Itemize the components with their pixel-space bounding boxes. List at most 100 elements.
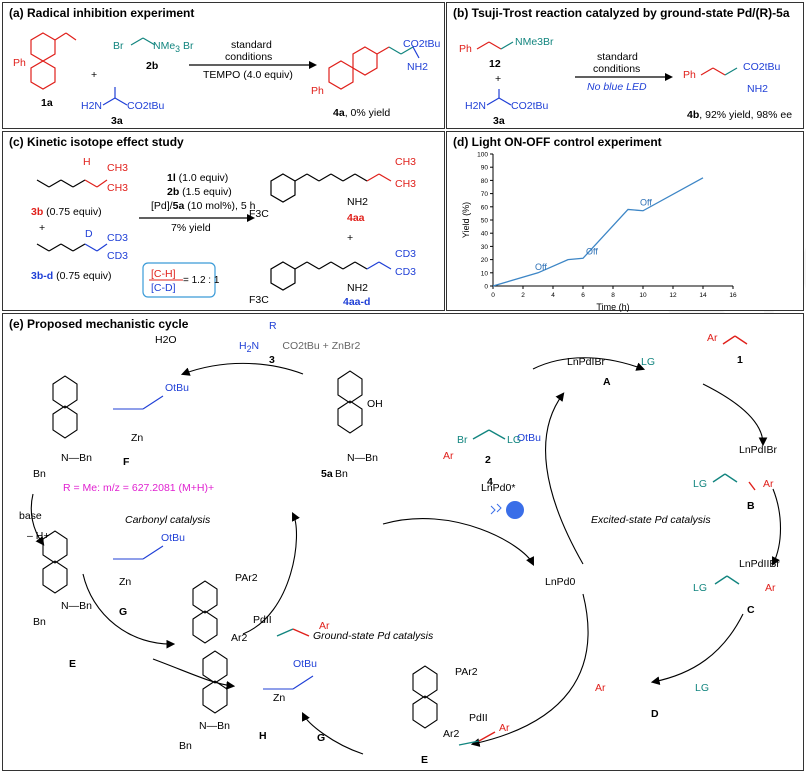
label-co2tbu-a: CO2tBu <box>127 100 165 112</box>
label-3bd: 3b-d (0.75 equiv) <box>31 270 112 282</box>
label-ar2-h: Ar2 <box>231 632 248 644</box>
label-br-2: Br <box>457 434 468 446</box>
y-tick-label: 90 <box>481 165 489 172</box>
off-annotation: Off <box>640 197 652 207</box>
label-cd3-b: CD3 <box>107 250 129 262</box>
label-12: 12 <box>489 58 501 70</box>
x-axis-label: Time (h) <box>596 302 629 312</box>
label-A: A <box>603 376 611 388</box>
label-zn-h: Zn <box>273 692 286 704</box>
label-ar-C: Ar <box>765 582 776 594</box>
label-lg-A: LG <box>641 356 656 368</box>
label-nme3-a: NMe3 Br <box>153 40 194 55</box>
label-pd0star: LnPd0* <box>481 482 516 494</box>
label-otbu-h: OtBu <box>293 658 317 670</box>
result-4b: 4b, 92% yield, 98% ee <box>687 109 793 121</box>
off-annotation: Off <box>586 246 598 256</box>
x-tick-label: 6 <box>581 292 585 299</box>
label-f3c-2: F3C <box>249 294 269 306</box>
label-pdii-e: PdII <box>469 712 488 724</box>
y-tick-label: 30 <box>481 244 489 251</box>
label-r-3: R <box>269 320 277 332</box>
label-B: B <box>747 500 755 512</box>
panel-a-structures <box>30 32 420 106</box>
label-1a: 1a <box>41 97 53 109</box>
series-line <box>492 177 704 287</box>
label-f3c-1: F3C <box>249 208 269 220</box>
kie-den: [C-D] <box>151 282 176 294</box>
y-tick-label: 40 <box>481 231 489 238</box>
label-ms: R = Me: m/z = 627.2081 (M+H)+ <box>63 482 215 494</box>
panel-c-structures <box>36 173 392 298</box>
cond-b-2: conditions <box>593 63 641 75</box>
label-co2tbu-b: CO2tBu <box>511 100 549 112</box>
label-hplus: – H+ <box>27 530 50 542</box>
label-bn-5a: Bn <box>335 468 348 480</box>
label-2b: 2b <box>146 60 159 72</box>
label-ph-a: Ph <box>13 57 26 69</box>
label-ar-D: Ar <box>595 682 606 694</box>
panel-b: (b) Tsuji-Trost reaction catalyzed by gr… <box>446 2 804 129</box>
label-3a-a: 3a <box>111 115 123 127</box>
x-tick-label: 16 <box>729 292 737 299</box>
label-otbu-g: OtBu <box>161 532 185 544</box>
label-nh2-c2: NH2 <box>347 282 369 294</box>
panel-a-title: (a) Radical inhibition experiment <box>9 6 195 20</box>
panel-d-title: (d) Light ON-OFF control experiment <box>453 135 662 149</box>
label-otbu-4: OtBu <box>517 432 541 444</box>
x-tick-label: 8 <box>611 292 615 299</box>
plus-c2: + <box>347 232 354 244</box>
y-tick-label: 20 <box>481 257 489 264</box>
label-br-a: Br <box>113 40 124 52</box>
label-4aa: 4aa <box>347 212 365 224</box>
label-2: 2 <box>485 454 491 466</box>
label-4: 4 <box>487 476 493 488</box>
x-tick-label: 4 <box>551 292 555 299</box>
x-tick-label: 0 <box>491 292 495 299</box>
panel-e: (e) Proposed mechanistic cycle <box>2 313 804 771</box>
label-par2-h: PAr2 <box>235 572 258 584</box>
label-nh2-4a: NH2 <box>407 61 429 73</box>
label-ar-B: Ar <box>763 478 774 490</box>
y-tick-label: 50 <box>481 218 489 225</box>
plus-b: + <box>495 73 502 85</box>
label-base: base <box>19 510 42 522</box>
label-lg-2: LG <box>507 434 522 446</box>
kie-num: [C-H] <box>151 268 176 280</box>
reagent-2: 2b (1.5 equiv) <box>167 186 232 198</box>
plus-a: + <box>91 69 98 81</box>
reagent-1: 1l (1.0 equiv) <box>167 172 229 184</box>
label-ch3-d: CH3 <box>395 178 417 190</box>
label-ar-e: Ar <box>499 722 510 734</box>
y-tick-label: 0 <box>484 284 488 291</box>
label-d: D <box>85 228 93 240</box>
label-ph-4b: Ph <box>683 69 696 81</box>
label-lg-D: LG <box>695 682 710 694</box>
label-nh2-4b: NH2 <box>747 83 769 95</box>
label-ar2-e: Ar2 <box>443 728 460 740</box>
cond-a-3: TEMPO (4.0 equiv) <box>203 69 293 81</box>
label-nbn-f: N—Bn <box>61 452 92 464</box>
label-3b: 3b (0.75 equiv) <box>31 206 102 218</box>
cond-a-2: conditions <box>225 51 273 63</box>
label-ph-12: Ph <box>459 43 472 55</box>
label-bn-h: Bn <box>179 740 192 752</box>
label-5a: 5a <box>321 468 333 480</box>
label-cd3-a: CD3 <box>107 232 129 244</box>
label-pdii-h: PdII <box>253 614 272 626</box>
label-H: H <box>259 730 267 742</box>
label-nh2-c1: NH2 <box>347 196 369 208</box>
panel-e-title: (e) Proposed mechanistic cycle <box>9 317 189 331</box>
label-G-bottom: G <box>317 732 326 744</box>
label-pdA: LnPdIBr <box>567 356 605 368</box>
y-axis-label: Yield (%) <box>461 202 471 238</box>
label-D: D <box>651 708 659 720</box>
panel-a: (a) Radical inhibition experiment <box>2 2 445 129</box>
x-tick-label: 12 <box>669 292 677 299</box>
x-tick-label: 2 <box>521 292 525 299</box>
reagent-3: [Pd]/5a (10 mol%), 5 h <box>151 200 256 212</box>
label-3: 3 <box>269 354 275 366</box>
label-G: G <box>119 606 128 618</box>
